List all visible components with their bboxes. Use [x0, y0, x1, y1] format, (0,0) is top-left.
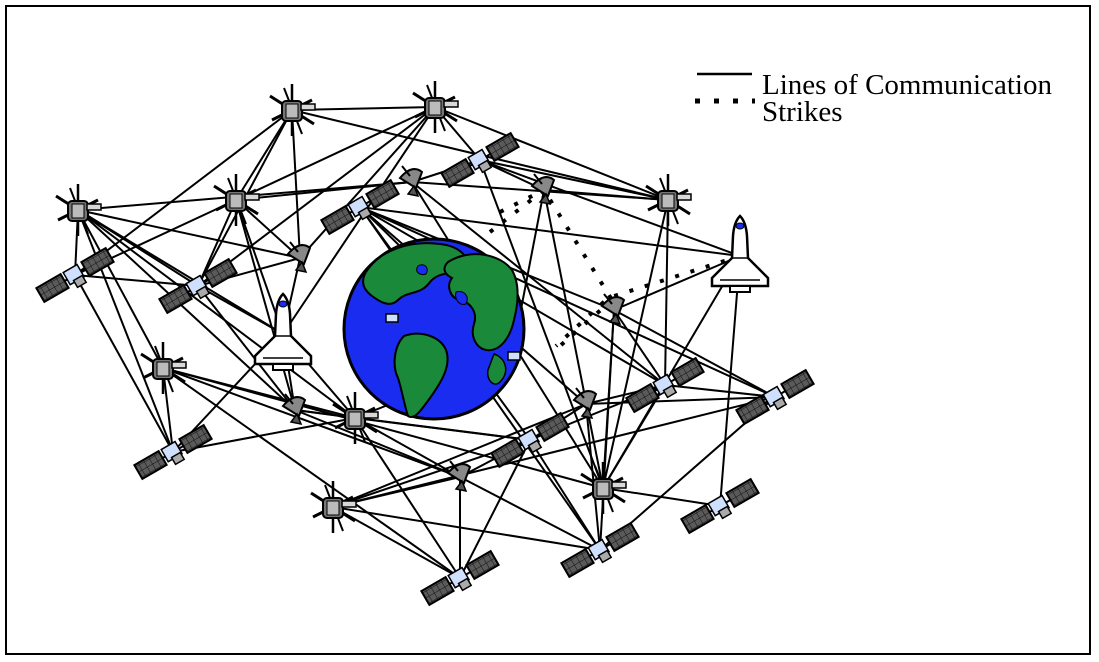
communication-link [613, 309, 666, 386]
communication-link [459, 439, 531, 579]
communication-link [197, 106, 436, 287]
solar-panel-satellite-icon [490, 412, 572, 472]
communication-link [459, 476, 601, 551]
ground-station-icon [385, 313, 399, 323]
communication-link [479, 159, 604, 489]
satellite-icon [212, 172, 261, 228]
network-nodes [35, 79, 817, 610]
communication-link [74, 274, 199, 287]
communication-link [354, 417, 531, 441]
communication-link [74, 109, 293, 276]
strike-paths [488, 187, 741, 348]
communication-link [197, 285, 296, 411]
communication-link [291, 106, 436, 111]
communication-link [235, 109, 293, 201]
communication-link [585, 396, 776, 405]
satellite-icon [579, 460, 628, 516]
legend: Lines of Communication Strikes [695, 69, 1052, 128]
communication-link [77, 209, 164, 369]
communication-link [479, 159, 669, 201]
communication-link [602, 384, 666, 489]
communication-link [332, 506, 601, 551]
communication-link [299, 106, 436, 259]
communication-link [613, 309, 776, 398]
communication-link [172, 417, 356, 453]
satellite-icon [268, 82, 317, 138]
communication-link [162, 367, 461, 478]
communication-link [543, 189, 604, 489]
communication-link [332, 396, 776, 508]
communication-link [235, 106, 436, 201]
communication-link [77, 209, 284, 335]
communication-link [585, 403, 601, 551]
earth-globe [342, 237, 526, 421]
communication-link [77, 209, 296, 411]
diagram-frame [5, 5, 1091, 655]
communication-link [162, 367, 356, 419]
communication-link [613, 255, 741, 311]
solar-panel-satellite-icon [158, 258, 240, 318]
ground-station-icon [507, 351, 521, 361]
communication-link [332, 403, 587, 508]
communication-link [291, 109, 301, 259]
communication-link [359, 206, 741, 257]
satellite-icon [309, 479, 358, 535]
communication-link [74, 274, 174, 453]
strike-path [558, 298, 614, 348]
communication-link [235, 199, 296, 411]
satellite-icon [644, 172, 693, 228]
communication-link [162, 367, 461, 579]
communication-link [77, 209, 356, 419]
legend-communication-label: Lines of Communication [762, 69, 1052, 101]
communication-link [197, 199, 237, 287]
communication-link [162, 367, 174, 453]
communication-link [282, 106, 436, 335]
satellite-icon [54, 182, 103, 238]
communication-link [434, 106, 669, 201]
communication-link [235, 199, 301, 259]
communication-link [77, 209, 174, 453]
dish-antenna-icon [447, 460, 471, 492]
solar-panel-satellite-icon [133, 424, 215, 484]
communication-link [664, 384, 776, 398]
communication-link [77, 209, 301, 259]
communication-link [664, 199, 669, 386]
communication-link [602, 199, 669, 489]
legend-strikes-label: Strikes [762, 96, 843, 128]
communication-link [411, 181, 666, 386]
communication-link [719, 255, 741, 507]
dish-antenna-icon [287, 241, 311, 273]
strike-path [499, 190, 541, 214]
communication-link [479, 159, 741, 257]
